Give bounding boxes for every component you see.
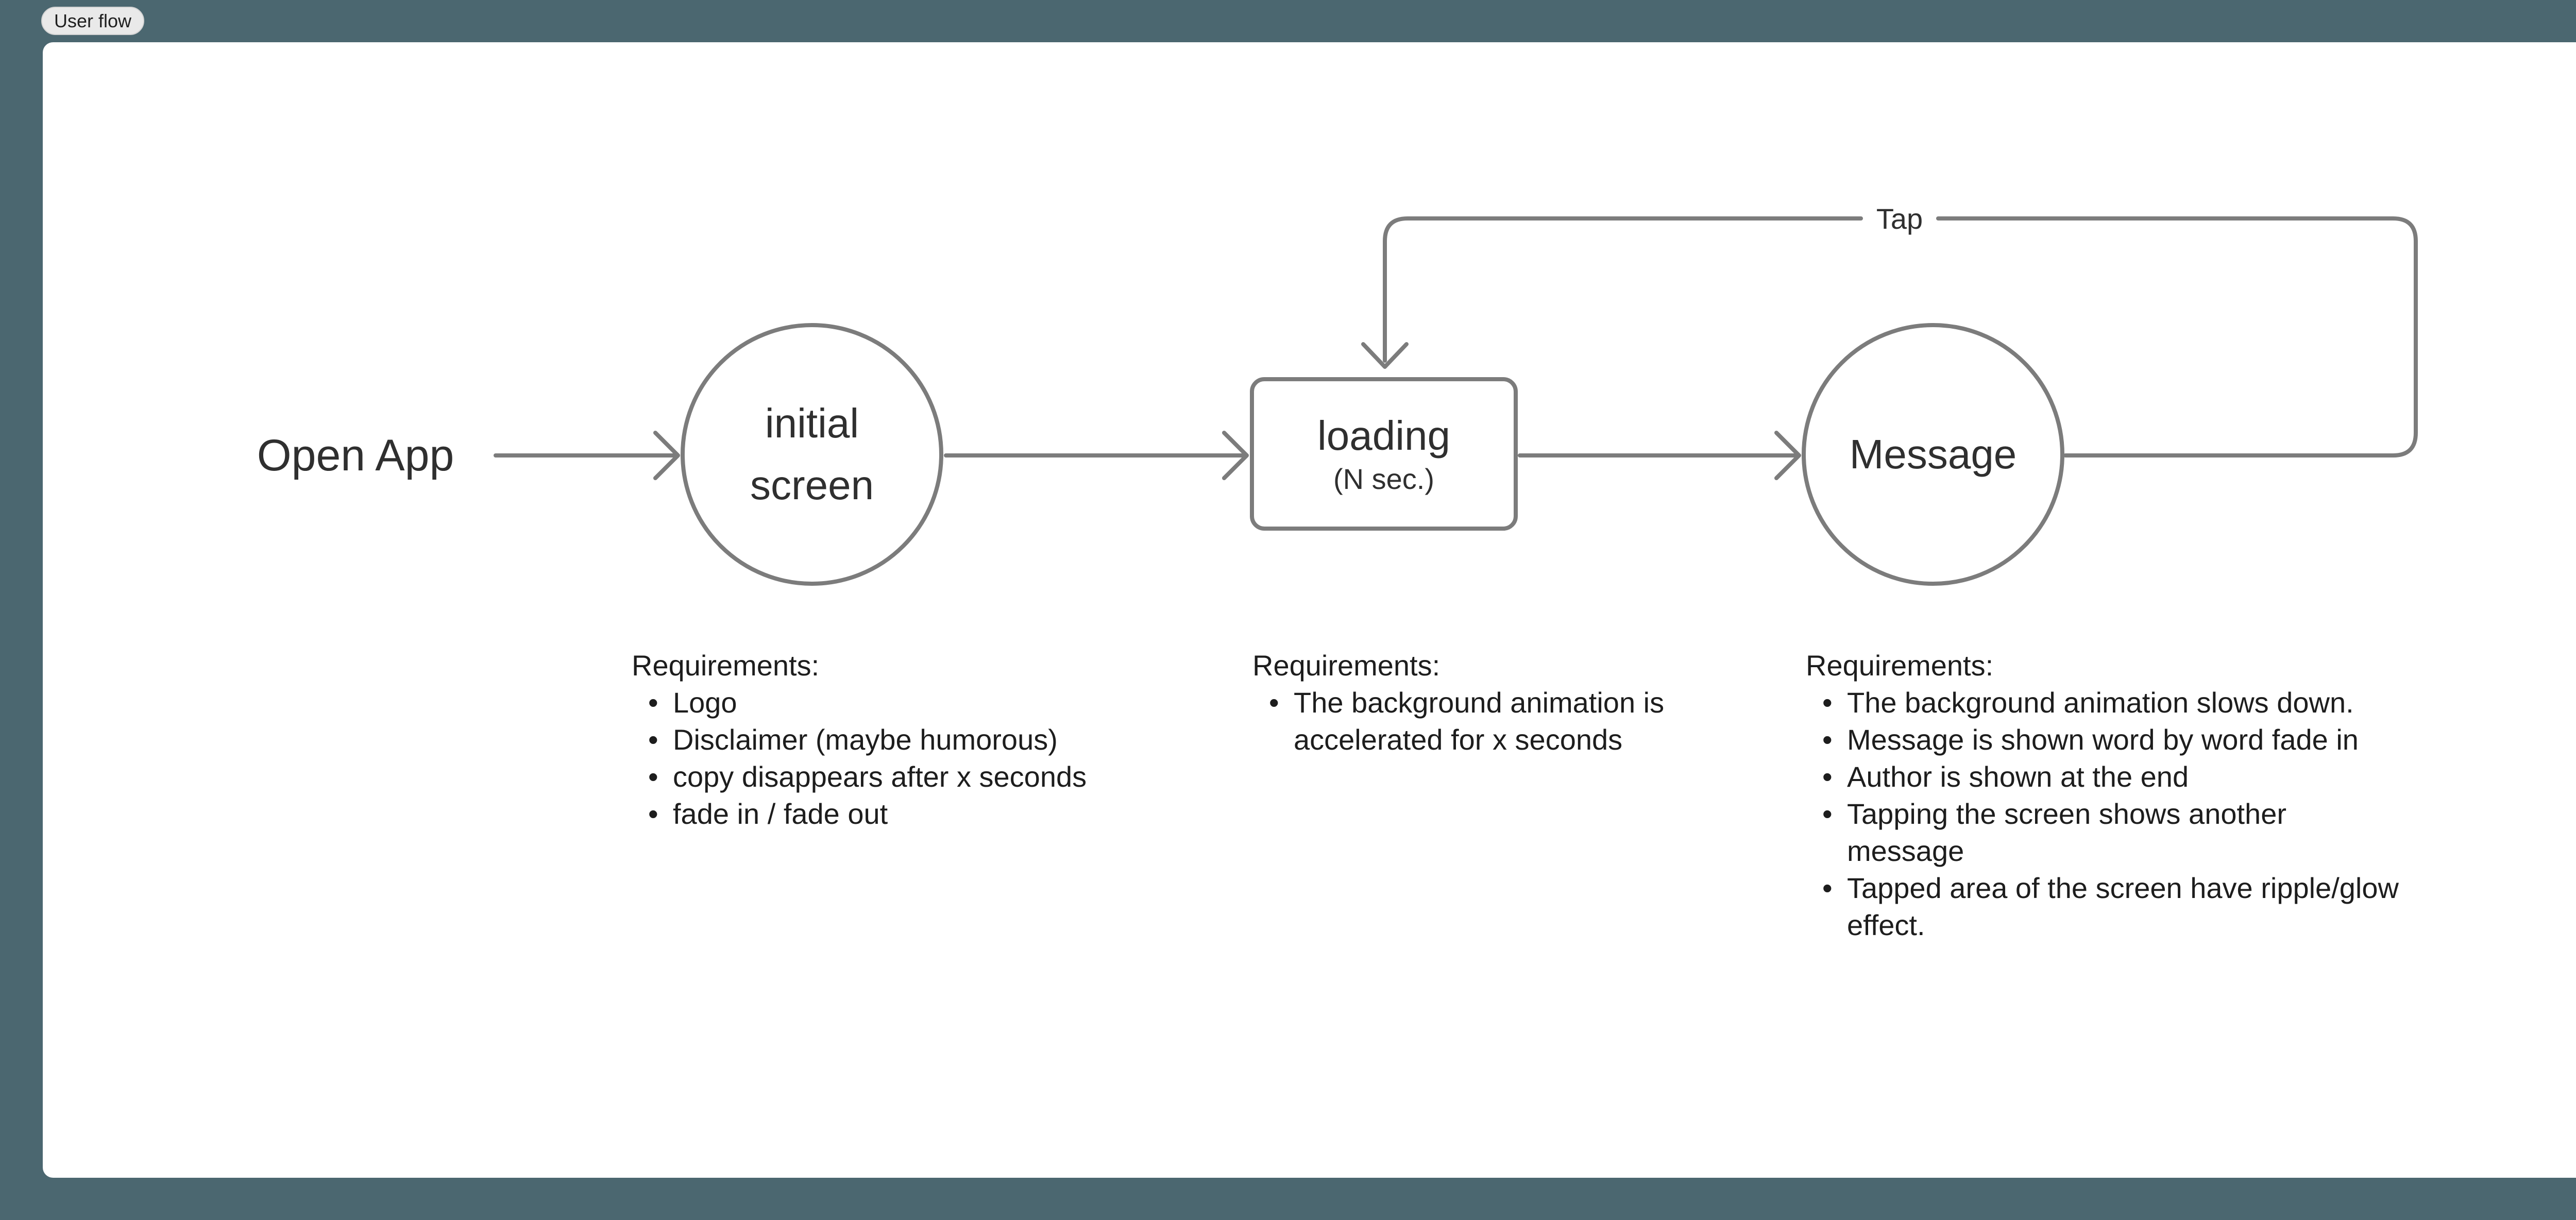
tap-loop-arrowhead-icon <box>1361 342 1409 369</box>
section-label: User flow <box>54 10 132 31</box>
edge-openapp-arrowhead-icon <box>653 431 680 480</box>
loading-node-label: loading (N sec.) <box>1252 379 1516 529</box>
requirements-title: Requirements: <box>1252 649 1440 682</box>
requirements-list: The background animation is accelerated … <box>1252 684 1696 758</box>
initial-screen-node-label: initial screen <box>683 326 941 583</box>
tap-loop-left-segment[interactable] <box>1383 216 1863 363</box>
requirement-item: Tapped area of the screen have ripple/gl… <box>1806 870 2403 944</box>
requirements-title: Requirements: <box>1806 649 1994 682</box>
requirements-block-initial-screen[interactable]: Requirements: Logo Disclaimer (maybe hum… <box>632 647 1137 833</box>
open-app-label: Open App <box>257 430 454 480</box>
loading-sublabel-text: (N sec.) <box>1333 463 1434 495</box>
requirements-title: Requirements: <box>632 649 820 682</box>
requirement-item: fade in / fade out <box>632 795 1137 833</box>
open-app-text[interactable]: Open App <box>216 420 495 490</box>
edge-loading-arrowhead-icon <box>1774 431 1801 480</box>
edge-initial-arrowhead-icon <box>1222 431 1249 480</box>
requirements-list: The background animation slows down. Mes… <box>1806 684 2403 944</box>
tap-loop-right-segment[interactable] <box>1936 216 2418 458</box>
section-canvas[interactable] <box>43 42 2576 1178</box>
requirements-block-message[interactable]: Requirements: The background animation s… <box>1806 647 2403 944</box>
requirement-item: The background animation is accelerated … <box>1252 684 1696 758</box>
message-label-text: Message <box>1849 431 2017 477</box>
requirement-item: Author is shown at the end <box>1806 758 2403 795</box>
requirement-item: Disclaimer (maybe humorous) <box>632 721 1137 758</box>
requirements-block-loading[interactable]: Requirements: The background animation i… <box>1252 647 1696 758</box>
message-node[interactable] <box>1802 323 2064 586</box>
requirements-list: Logo Disclaimer (maybe humorous) copy di… <box>632 684 1137 833</box>
initial-screen-label-text: initial screen <box>750 400 874 508</box>
initial-screen-node[interactable] <box>681 323 943 586</box>
message-node-label: Message <box>1804 326 2062 583</box>
requirement-item: The background animation slows down. <box>1806 684 2403 721</box>
requirement-item: Message is shown word by word fade in <box>1806 721 2403 758</box>
tap-label-text: Tap <box>1876 202 1923 235</box>
tap-edge-label[interactable]: Tap <box>1833 198 1967 239</box>
requirement-item: Tapping the screen shows another message <box>1806 795 2403 870</box>
loading-node[interactable] <box>1250 377 1518 531</box>
section-label-pill[interactable]: User flow <box>41 7 144 35</box>
requirement-item: Logo <box>632 684 1137 721</box>
requirement-item: copy disappears after x seconds <box>632 758 1137 795</box>
loading-label-text: loading <box>1317 413 1450 459</box>
